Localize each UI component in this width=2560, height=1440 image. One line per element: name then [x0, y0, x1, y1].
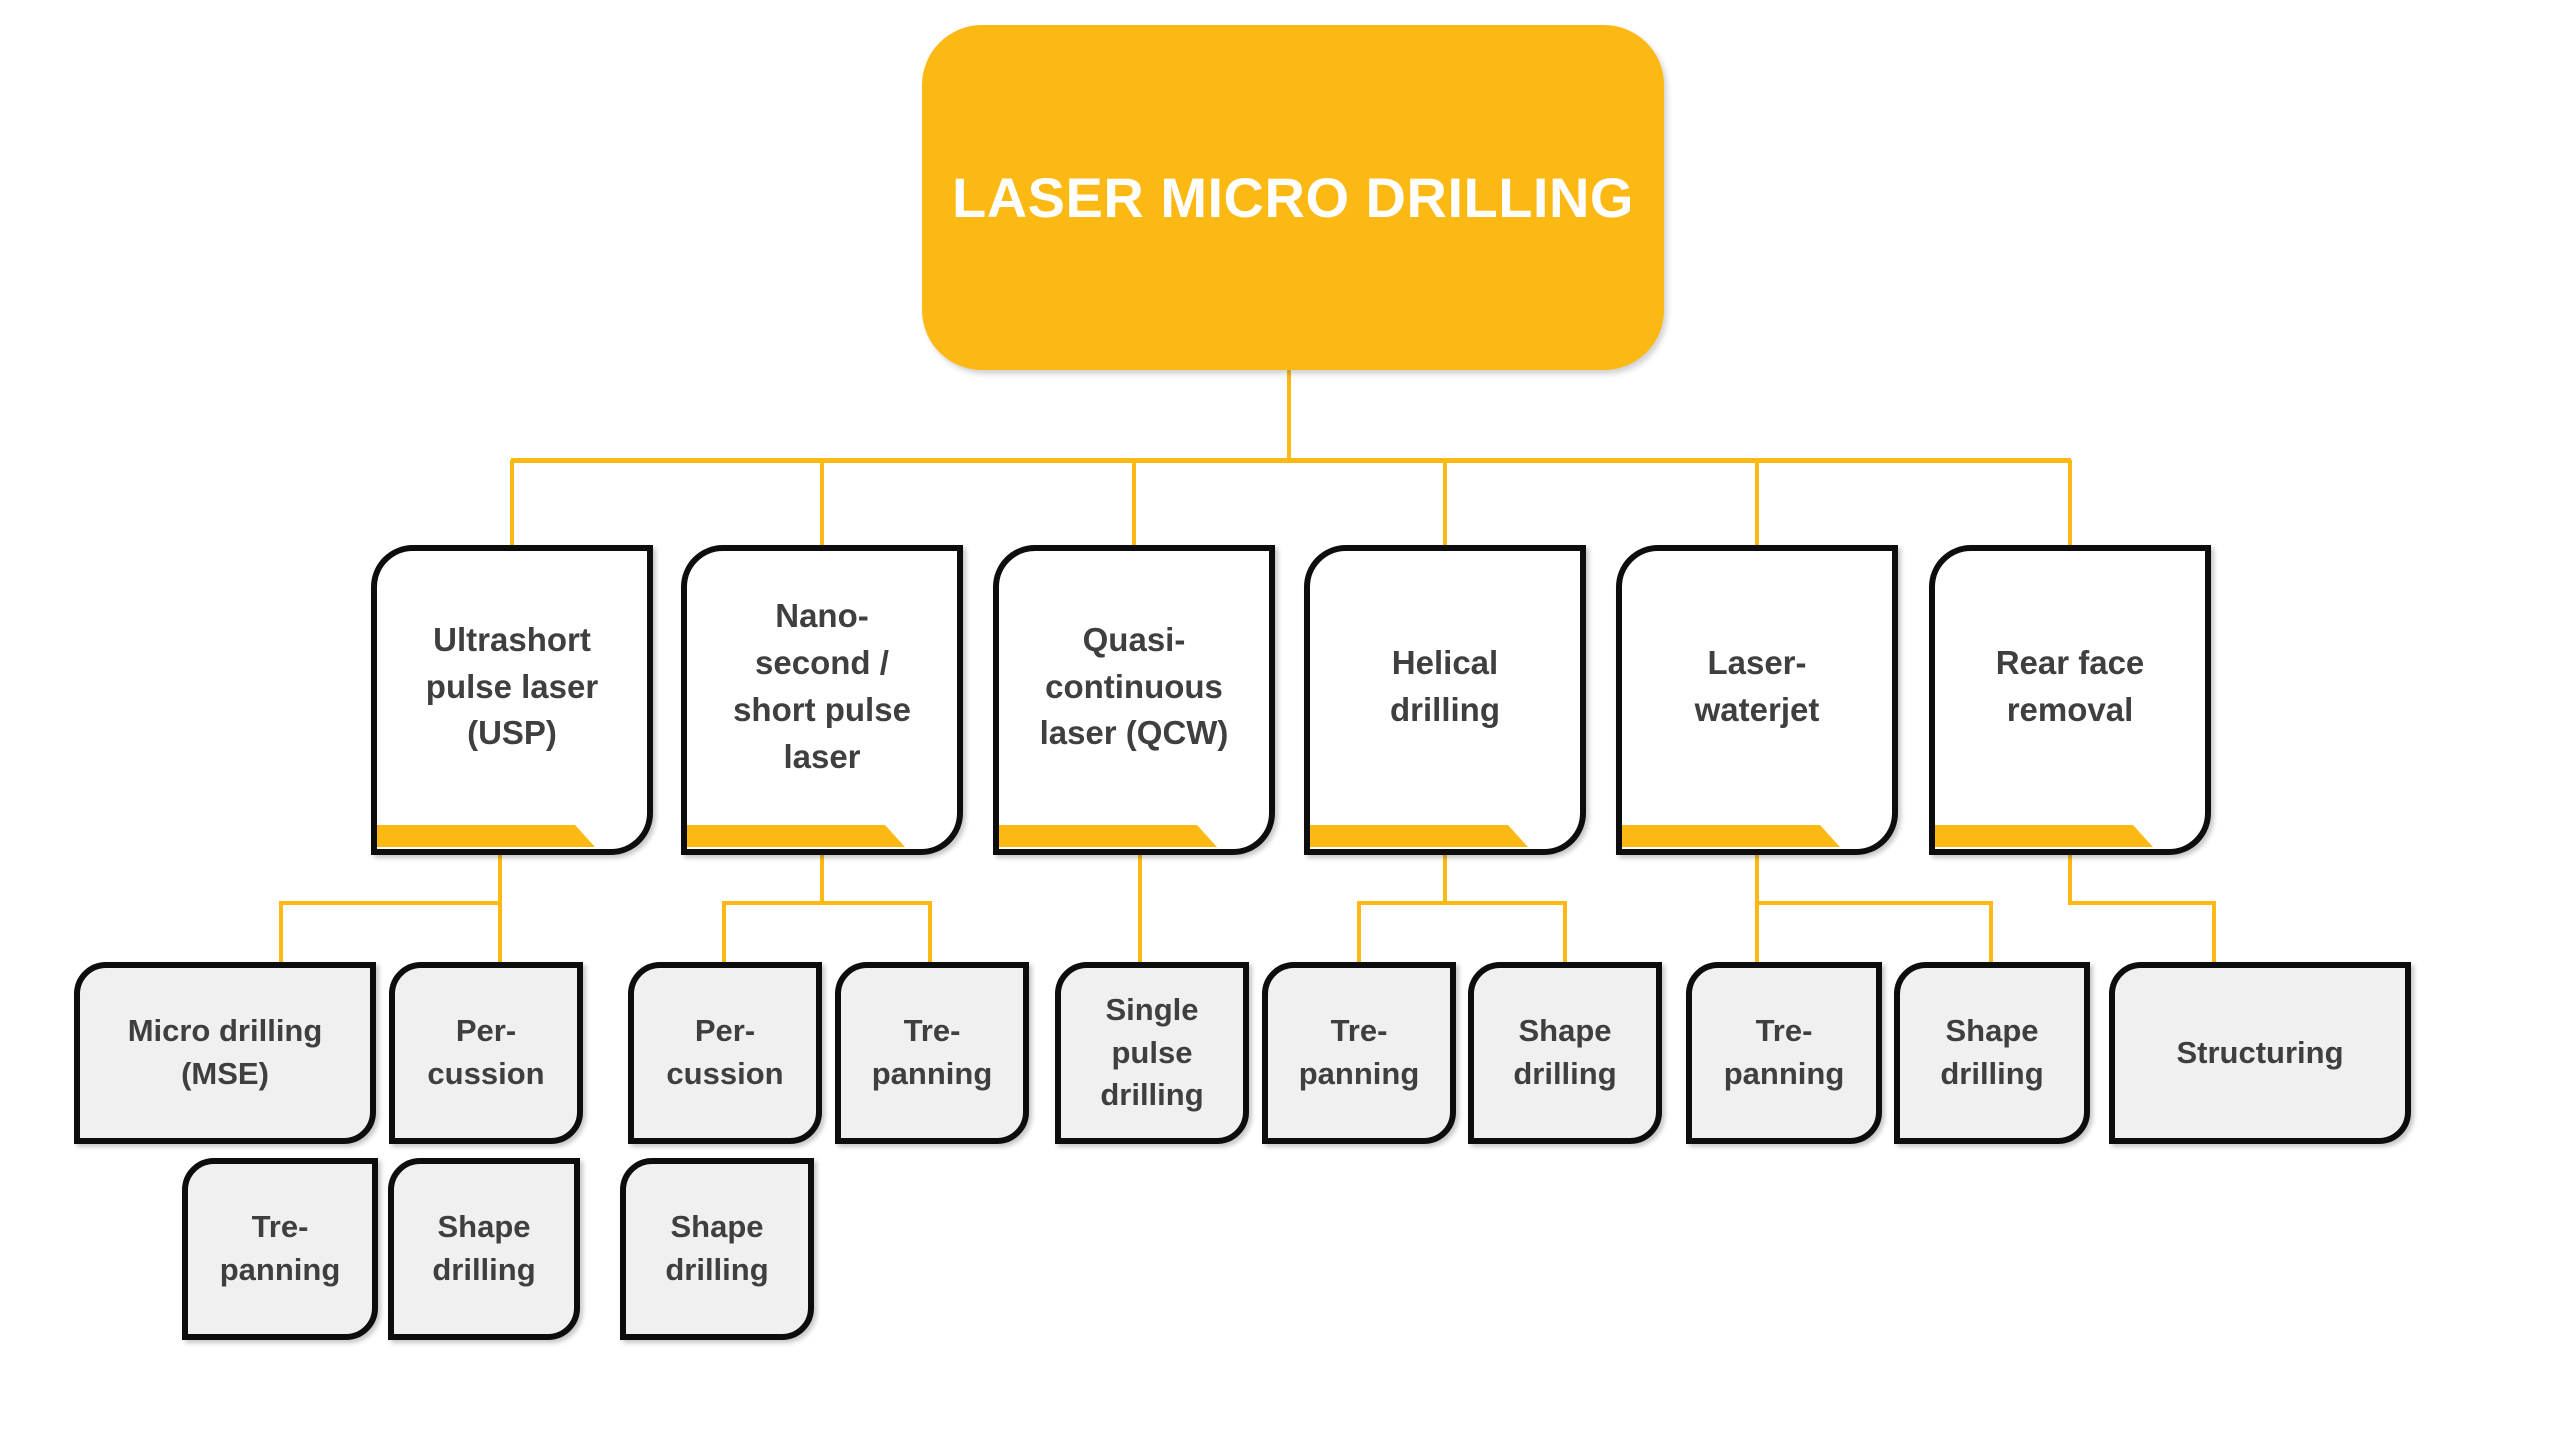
node-label: Quasi- continuous laser (QCW) — [1039, 620, 1229, 752]
node-ultrashort-pulse-laser: Ultrashort pulse laser (USP) — [371, 545, 653, 855]
node-label: Tre- panning — [219, 1209, 341, 1287]
node-laser-waterjet: Laser- waterjet — [1616, 545, 1898, 855]
accent-bar — [1622, 825, 1840, 847]
node-label: Laser- waterjet — [1694, 644, 1820, 728]
connector-waterjet-vertical — [1755, 853, 1759, 965]
connector-usp-drop-micro — [279, 903, 283, 965]
connector-helical-drop-trepanning — [1357, 903, 1361, 965]
accent-bar — [377, 825, 595, 847]
node-usp-shape-drilling: Shape drilling — [388, 1158, 580, 1340]
connector-main-horizontal — [511, 458, 2071, 463]
root-label: LASER MICRO DRILLING — [952, 166, 1634, 229]
node-waterjet-shape-drilling: Shape drilling — [1894, 962, 2090, 1144]
node-label: Tre- panning — [871, 1013, 993, 1091]
node-nano-percussion: Per- cussion — [628, 962, 822, 1144]
node-label: Tre- panning — [1723, 1013, 1845, 1091]
node-label: Ultrashort pulse laser (USP) — [425, 620, 599, 752]
node-label: Helical drilling — [1390, 644, 1500, 728]
node-quasi-continuous-laser: Quasi- continuous laser (QCW) — [993, 545, 1275, 855]
node-label: Nano- second / short pulse laser — [733, 597, 911, 775]
connector-rear-vertical — [2068, 853, 2072, 905]
node-label: Shape drilling — [432, 1209, 536, 1287]
accent-bar — [687, 825, 905, 847]
connector-nano-drop-percussion — [722, 903, 726, 965]
node-helical-drilling: Helical drilling — [1304, 545, 1586, 855]
accent-bar — [1310, 825, 1528, 847]
connector-qcw-vertical — [1138, 853, 1142, 965]
connector-nano-vertical — [820, 853, 824, 905]
node-label: Tre- panning — [1298, 1013, 1420, 1091]
node-waterjet-trepanning: Tre- panning — [1686, 962, 1882, 1144]
node-helical-shape-drilling: Shape drilling — [1468, 962, 1662, 1144]
accent-bar — [999, 825, 1217, 847]
node-nanosecond-short-pulse-laser: Nano- second / short pulse laser — [681, 545, 963, 855]
connector-nano-horizontal — [722, 901, 932, 905]
node-qcw-single-pulse-drilling: Single pulse drilling — [1055, 962, 1249, 1144]
connector-rear-horizontal — [2068, 901, 2216, 905]
accent-bar — [1935, 825, 2153, 847]
node-label: Rear face removal — [1995, 644, 2145, 728]
node-laser-micro-drilling: LASER MICRO DRILLING — [922, 25, 1664, 370]
node-usp-percussion: Per- cussion — [389, 962, 583, 1144]
node-label: Micro drilling (MSE) — [127, 1013, 323, 1091]
node-rear-structuring: Structuring — [2109, 962, 2411, 1144]
connector-helical-vertical — [1443, 853, 1447, 905]
node-usp-micro-drilling-mse: Micro drilling (MSE) — [74, 962, 376, 1144]
connector-usp-vertical — [498, 853, 502, 965]
connector-drop-rear — [2068, 460, 2072, 546]
connector-drop-waterjet — [1755, 460, 1759, 546]
connector-waterjet-horizontal — [1755, 901, 1993, 905]
connector-usp-horizontal — [279, 901, 501, 905]
node-helical-trepanning: Tre- panning — [1262, 962, 1456, 1144]
connector-helical-drop-shape — [1563, 903, 1567, 965]
node-label: Per- cussion — [427, 1013, 545, 1091]
node-label: Per- cussion — [666, 1013, 784, 1091]
node-label: Single pulse drilling — [1100, 991, 1204, 1113]
connector-waterjet-drop-shape — [1989, 903, 1993, 965]
node-label: Shape drilling — [665, 1209, 769, 1287]
node-nano-trepanning: Tre- panning — [835, 962, 1029, 1144]
node-rear-face-removal: Rear face removal — [1929, 545, 2211, 855]
connector-drop-qcw — [1132, 460, 1136, 546]
connector-drop-usp — [510, 460, 514, 546]
connector-root-vertical — [1287, 368, 1291, 460]
node-label: Shape drilling — [1513, 1013, 1617, 1091]
connector-helical-horizontal — [1357, 901, 1567, 905]
node-label: Structuring — [2176, 1034, 2344, 1070]
connector-nano-drop-trepanning — [928, 903, 932, 965]
connector-rear-drop-structuring — [2212, 903, 2216, 965]
node-nano-shape-drilling: Shape drilling — [620, 1158, 814, 1340]
node-usp-trepanning: Tre- panning — [182, 1158, 378, 1340]
node-label: Shape drilling — [1940, 1013, 2044, 1091]
connector-drop-nano — [820, 460, 824, 546]
connector-drop-helical — [1443, 460, 1447, 546]
